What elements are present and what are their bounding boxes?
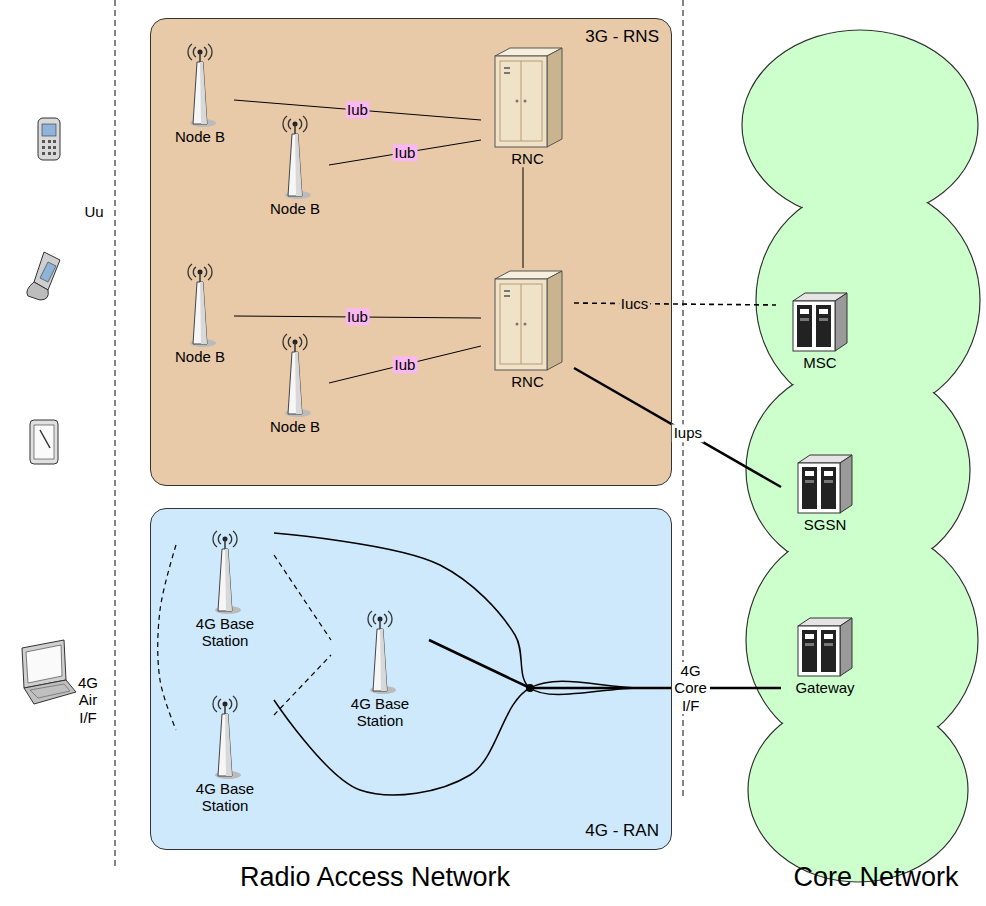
link-line [158,545,176,730]
network-element: Node B [261,328,329,435]
interface-label: Uu [84,203,103,220]
interface-label: Iub [393,144,418,161]
network-element: MSC [776,290,864,371]
antenna-icon [270,110,320,200]
element-name: 4G Base Station [176,780,274,815]
section-caption: Radio Access Network [240,862,510,893]
region-title: 4G - RAN [585,821,659,841]
antenna-icon [175,258,225,348]
server-icon [794,452,856,516]
interface-label: Iups [672,425,704,442]
core-cloud [742,30,980,882]
interface-label: Iub [393,356,418,373]
element-name: 4G Base Station [331,695,429,730]
antenna-icon [270,328,320,418]
link-line [429,640,781,688]
network-element: RNC [481,268,574,390]
laptop [22,640,76,704]
rnc-cabinet-icon [490,45,565,150]
antenna-icon [175,38,225,128]
element-name: RNC [481,373,574,390]
element-name: Node B [166,348,234,365]
network-element: 4G Base Station [176,525,274,650]
link-line [234,100,481,120]
element-name: Node B [261,200,329,217]
ran-fill [151,509,672,850]
link-line [574,303,776,305]
interface-label: Iub [345,308,370,325]
element-name: SGSN [781,516,869,533]
interface-label: 4G Core I/F [672,662,710,714]
network-element: 4G Base Station [331,605,429,730]
link-line [523,167,524,268]
network-element: Gateway [781,615,869,696]
server-icon [789,290,851,354]
cloud-fill [743,31,979,881]
antenna-icon [200,525,250,615]
mobile-phone [38,118,60,160]
link-line [329,140,481,165]
network-element: Node B [261,110,329,217]
element-name: 4G Base Station [176,615,274,650]
network-element: Node B [166,38,234,145]
link-line [274,655,331,715]
network-element: RNC [481,45,574,167]
rnc-cabinet-icon [490,268,565,373]
network-element: 4G Base Station [176,690,274,815]
interface-label: 4G Air I/F [71,674,105,726]
link-line [574,368,781,487]
network-region: 4G - RAN 4G Base Station 4G Base Station 4G… [150,508,672,850]
element-name: Node B [166,128,234,145]
link-line [329,346,481,383]
network-region: 3G - RNS Node B Node B RNC Node B Node B RNC [150,18,672,486]
element-name: Node B [261,418,329,435]
antenna-icon [355,605,405,695]
server-icon [794,615,856,679]
boundary-line [114,0,115,866]
rns-fill [151,19,672,486]
network-element: Node B [166,258,234,365]
element-name: Gateway [781,679,869,696]
network-element: SGSN [781,452,869,533]
element-name: RNC [481,150,574,167]
flip-phone [27,252,60,300]
tablet [30,420,58,464]
section-caption: Core Network [793,862,958,893]
interface-label: Iub [345,101,370,118]
interface-label: Iucs [619,295,651,312]
element-name: MSC [776,354,864,371]
region-title: 3G - RNS [585,27,659,47]
antenna-icon [200,690,250,780]
link-line [274,555,331,640]
